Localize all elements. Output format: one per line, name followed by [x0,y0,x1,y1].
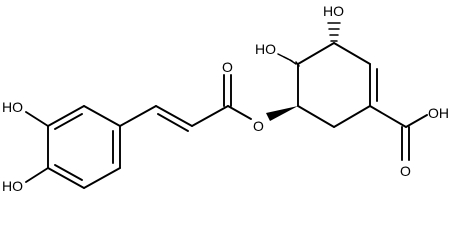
bond-carboxyl-oh [405,114,428,128]
bond-carboxyl-c [369,105,407,128]
bond-ring2-c [333,42,371,65]
label-ho-ring-upper-left: HO [255,41,276,57]
bond-ring2-b [297,42,335,65]
catechol-ring [47,105,121,189]
chemical-structure-diagram: HO HO HO HO O O O OH [2,3,449,194]
label-o-ester: O [253,118,264,134]
bond-ring1-f [83,105,121,127]
label-o-carbonyl: O [222,59,233,75]
hashed-bond-oh-upper-left [277,53,300,67]
bond-ring1-b [83,167,121,189]
bond-ring2-e [333,105,371,128]
bond-ring1-c [47,167,85,189]
bond-ring1-e [47,105,85,127]
bond-oh-top-left [25,111,49,127]
bond-chain-1 [119,105,157,127]
bond-oh-bottom-left [25,167,49,183]
bond-chain-2-double [157,113,189,132]
bond-chain-3 [191,105,229,127]
structure-svg: HO HO HO HO O O O OH [2,3,449,194]
hashed-bond-oh-top [327,22,341,42]
cyclohexene-ring [297,42,378,128]
label-oh-carboxyl: OH [428,105,449,121]
bond-ester-o [227,105,252,120]
bond-chain-2 [155,105,193,127]
label-ho-bottom-left: HO [2,178,23,194]
bond-ring1-double-c [54,113,83,130]
bond-ring1-double-b [54,164,83,181]
bond-ring2-f [297,105,335,128]
wedge-ester-bond [266,106,298,121]
label-o-carboxyl: O [400,163,411,179]
label-ho-top-left: HO [2,99,23,115]
label-ho-ring-top: HO [323,3,344,19]
